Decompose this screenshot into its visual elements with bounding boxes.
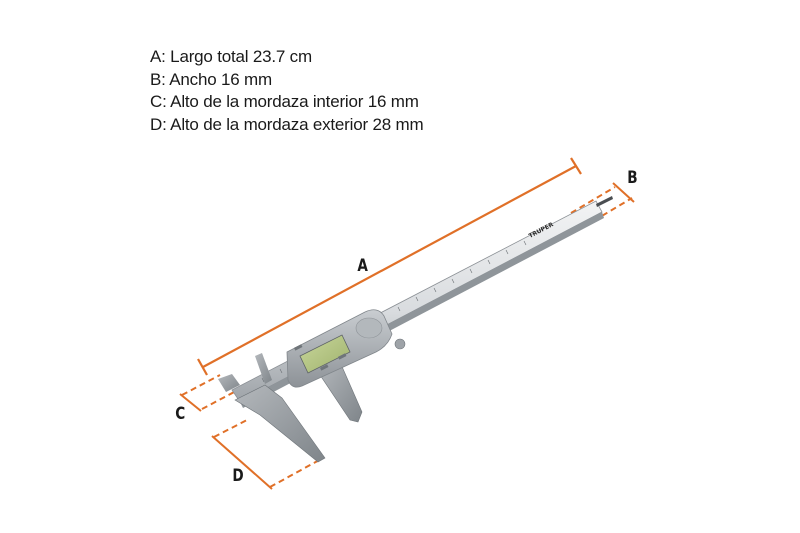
thumb-wheel bbox=[355, 317, 383, 339]
button-on-off bbox=[293, 344, 303, 351]
dimension-label-a: A bbox=[357, 256, 368, 276]
specifications-list: A: Largo total 23.7 cm B: Ancho 16 mm C:… bbox=[150, 46, 424, 136]
dimension-a-line bbox=[197, 157, 582, 376]
spec-length: A: Largo total 23.7 cm bbox=[150, 47, 312, 66]
button-mode bbox=[319, 364, 329, 371]
dimension-d-line bbox=[211, 419, 324, 490]
lcd-display bbox=[299, 334, 351, 374]
dimension-label-b: B bbox=[627, 168, 638, 188]
dimension-label-c: C bbox=[175, 404, 186, 424]
spec-width: B: Ancho 16 mm bbox=[150, 69, 272, 89]
spec-inner-jaw-height: C: Alto de la mordaza interior 16 mm bbox=[150, 92, 419, 111]
caliper-head bbox=[286, 309, 406, 388]
dimension-b-line bbox=[570, 182, 635, 227]
inner-jaws bbox=[218, 353, 272, 392]
lock-screw bbox=[394, 338, 406, 350]
dimension-label-d: D bbox=[232, 466, 244, 486]
spec-outer-jaw-height: D: Alto de la mordaza exterior 28 mm bbox=[150, 114, 424, 134]
dimension-c-line bbox=[179, 374, 239, 412]
button-zero bbox=[337, 353, 347, 360]
